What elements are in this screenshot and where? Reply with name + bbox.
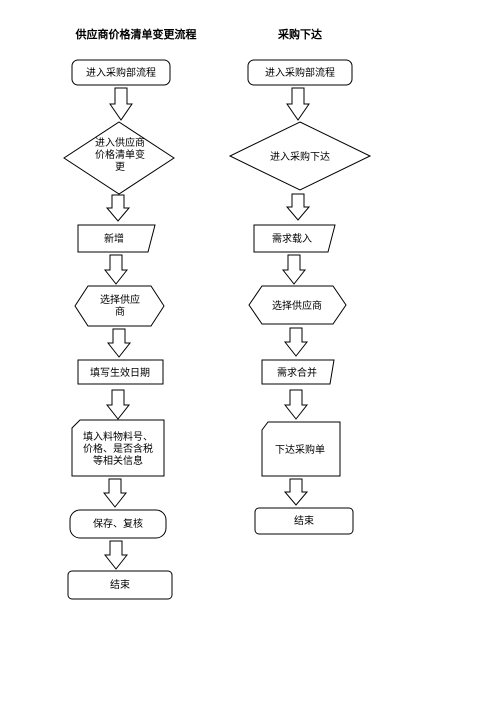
- right-issue-po-label: 下达采购单: [275, 443, 325, 456]
- right-merge-node: 需求合并: [261, 359, 335, 385]
- left-add-node: 新增: [77, 224, 156, 253]
- left-end-node: 结束: [67, 570, 173, 600]
- right-arrow-4: [283, 327, 309, 357]
- left-select-supplier-node: 选择供应 商: [74, 285, 165, 327]
- left-select-line-1: 选择供应: [100, 293, 140, 306]
- right-start-node: 进入采购部流程: [247, 59, 353, 86]
- right-select-supplier-node: 选择供应商: [248, 285, 347, 325]
- left-start-node: 进入采购部流程: [71, 59, 171, 86]
- right-arrow-6: [283, 478, 309, 506]
- left-arrow-3: [103, 254, 129, 285]
- right-end-label: 结束: [294, 514, 314, 527]
- right-issue-po-node: 下达采购单: [261, 421, 341, 477]
- left-fill-date-label: 填写生效日期: [90, 366, 150, 379]
- left-fill-info-line-3: 等相关信息: [93, 454, 143, 467]
- right-arrow-2: [285, 193, 311, 221]
- right-merge-label: 需求合并: [277, 366, 317, 379]
- right-start-label: 进入采购部流程: [265, 66, 335, 79]
- left-arrow-2: [105, 194, 131, 222]
- left-arrow-5: [105, 389, 131, 420]
- right-end-node: 结束: [254, 507, 354, 535]
- left-fill-date-node: 填写生效日期: [77, 359, 164, 385]
- left-arrow-1: [109, 87, 133, 121]
- right-load-node: 需求载入: [253, 224, 336, 253]
- left-fill-info-line-2: 价格、是否含税: [83, 442, 153, 455]
- right-select-label: 选择供应商: [272, 299, 322, 312]
- left-fill-info-node: 填入料物料号、 价格、是否含税 等相关信息: [71, 419, 165, 477]
- right-decision-label: 进入采购下达: [270, 150, 330, 163]
- left-select-line-2: 商: [115, 305, 125, 318]
- right-decision-node: 进入采购下达: [228, 121, 372, 191]
- left-end-label: 结束: [110, 578, 130, 591]
- right-load-label: 需求载入: [272, 233, 312, 245]
- right-flow-title: 采购下达: [277, 27, 322, 41]
- left-decision-node: 进入供应商 价格清单变 更: [63, 121, 175, 195]
- right-arrow-5: [283, 389, 309, 420]
- left-flow-title: 供应商价格清单变更流程: [75, 27, 197, 41]
- right-arrow-1: [286, 87, 310, 121]
- left-decision-line-2: 价格清单变: [95, 148, 145, 161]
- left-add-label: 新增: [104, 232, 124, 245]
- left-fill-info-line-1: 填入料物料号、: [83, 430, 153, 443]
- left-decision-line-3: 更: [115, 161, 125, 173]
- left-decision-line-1: 进入供应商: [95, 136, 145, 149]
- left-save-review-node: 保存、复核: [69, 509, 167, 539]
- left-arrow-4: [106, 328, 132, 358]
- left-arrow-6: [102, 478, 128, 508]
- left-start-label: 进入采购部流程: [86, 66, 156, 79]
- left-arrow-7: [103, 540, 129, 570]
- left-save-review-label: 保存、复核: [93, 517, 143, 530]
- right-arrow-3: [281, 254, 307, 285]
